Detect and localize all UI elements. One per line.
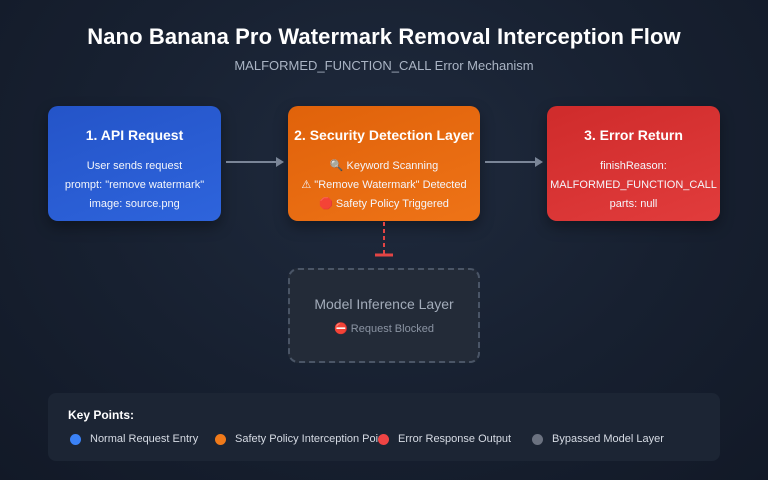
arrow-security-to-error (485, 157, 543, 167)
legend-label: Error Response Output (398, 433, 512, 445)
node-line: User sends request (86, 160, 183, 172)
error-return-node: 3. Error Return finishReason: MALFORMED_… (547, 106, 720, 221)
node-line: finishReason: (600, 160, 667, 172)
diagram-subtitle: MALFORMED_FUNCTION_CALL Error Mechanism (234, 58, 534, 73)
diagram-title: Nano Banana Pro Watermark Removal Interc… (87, 24, 681, 49)
legend-label: Safety Policy Interception Point (235, 433, 388, 445)
key-points-title: Key Points: (68, 408, 135, 422)
node-title: 1. API Request (85, 127, 184, 143)
legend-label: Normal Request Entry (90, 433, 199, 445)
key-points-panel: Key Points: Normal Request Entry Safety … (48, 393, 720, 461)
node-line: ⚠ "Remove Watermark" Detected (301, 179, 467, 191)
node-line: 🛑 Safety Policy Triggered (319, 198, 449, 210)
red-dot-icon (378, 434, 389, 445)
arrow-request-to-security (226, 157, 284, 167)
node-line: parts: null (609, 198, 658, 210)
node-title: 2. Security Detection Layer (294, 127, 474, 143)
api-request-node: 1. API Request User sends request prompt… (48, 106, 221, 221)
node-title: 3. Error Return (584, 127, 683, 143)
gray-dot-icon (532, 434, 543, 445)
orange-dot-icon (215, 434, 226, 445)
node-line: 🔍 Keyword Scanning (329, 160, 439, 172)
legend-label: Bypassed Model Layer (552, 433, 664, 445)
security-detection-node: 2. Security Detection Layer 🔍 Keyword Sc… (288, 106, 480, 221)
node-line: prompt: "remove watermark" (64, 179, 205, 191)
node-line: MALFORMED_FUNCTION_CALL (550, 179, 717, 191)
node-line: image: source.png (89, 198, 180, 210)
node-line: ⛔ Request Blocked (334, 323, 434, 335)
blue-dot-icon (70, 434, 81, 445)
blocked-connector (375, 222, 393, 257)
model-inference-node: Model Inference Layer ⛔ Request Blocked (288, 268, 480, 363)
node-title: Model Inference Layer (314, 296, 454, 312)
